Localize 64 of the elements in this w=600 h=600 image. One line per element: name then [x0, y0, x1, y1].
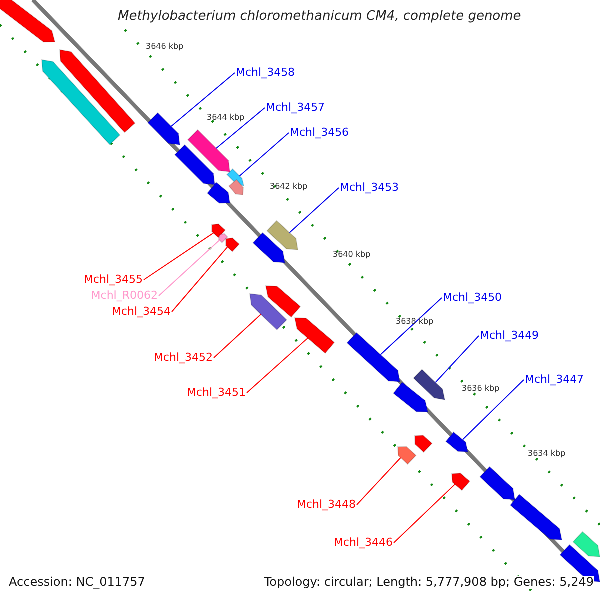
leader-line [435, 336, 480, 384]
gene-label: Mchl_3456 [290, 126, 350, 139]
gene-block [249, 293, 288, 331]
leader-line [246, 338, 308, 394]
gene-block [228, 179, 244, 196]
gene-label: Mchl_3450 [443, 291, 502, 304]
footer-text: Accession: NC_011757 [9, 576, 146, 589]
gene-block [392, 382, 429, 412]
gene-label: Mchl_3457 [266, 101, 326, 114]
leader-line [380, 298, 442, 356]
leader-line [172, 246, 228, 312]
gene-label: Mchl_3446 [334, 536, 393, 549]
gene-block [225, 238, 240, 252]
gene-block [252, 232, 286, 264]
gene-block [265, 285, 302, 318]
gene-block [211, 224, 226, 238]
gene-label: Mchl_3452 [154, 351, 213, 364]
gene-label: Mchl_3451 [186, 386, 246, 399]
leader-line [289, 188, 340, 234]
scale-tick-label: 3640 kbp [333, 250, 371, 259]
leader-line [158, 240, 220, 296]
gene-block [59, 49, 136, 134]
scale-tick-label: 3638 kbp [396, 317, 434, 326]
leader-line [216, 108, 266, 150]
gene-label: Mchl_3449 [480, 329, 540, 342]
gene-block [413, 368, 446, 401]
scale-tick-label: 3644 kbp [207, 113, 245, 122]
leader-line [239, 132, 290, 177]
gene-label: Mchl_3454 [112, 305, 171, 318]
gene-label: Mchl_3453 [340, 181, 400, 194]
gene-label: Mchl_3455 [84, 273, 143, 286]
scale-tick-label: 3642 kbp [270, 182, 308, 191]
gene-block [206, 182, 231, 204]
gene-block [0, 0, 56, 43]
gene-label: Mchl_R0062 [91, 289, 158, 302]
scale-tick-label: 3636 kbp [462, 384, 500, 393]
gene-block [572, 531, 600, 558]
leader-line [462, 380, 524, 440]
gene-block [266, 220, 299, 251]
gene-block [218, 233, 229, 244]
gene-block [147, 112, 181, 146]
gene-block [510, 494, 563, 541]
leader-line [356, 457, 402, 506]
gene-block [41, 59, 121, 146]
scale-tick-label: 3646 kbp [146, 42, 184, 51]
gene-block [397, 446, 417, 466]
leader-line [214, 314, 262, 358]
gene-label: Mchl_3447 [525, 373, 584, 386]
gene-label: Mchl_3448 [296, 498, 356, 511]
gene-block [346, 332, 401, 383]
gene-block [480, 466, 516, 501]
gene-label: Mchl_3458 [236, 66, 296, 79]
footer-text: Topology: circular; Length: 5,777,908 bp; Genes: 5,249 [264, 576, 594, 589]
leader-line [170, 72, 236, 128]
leader-line [394, 484, 456, 544]
gene-block [451, 472, 471, 492]
scale-tick-label: 3634 kbp [528, 449, 566, 458]
gene-block [187, 129, 231, 173]
title: Methylobacterium chloromethanicum CM4, complete genome [118, 10, 522, 23]
gene-block [445, 432, 469, 453]
leader-line [144, 232, 214, 280]
gene-block [414, 435, 433, 454]
gene-block [174, 144, 216, 186]
gene-block [294, 317, 336, 354]
